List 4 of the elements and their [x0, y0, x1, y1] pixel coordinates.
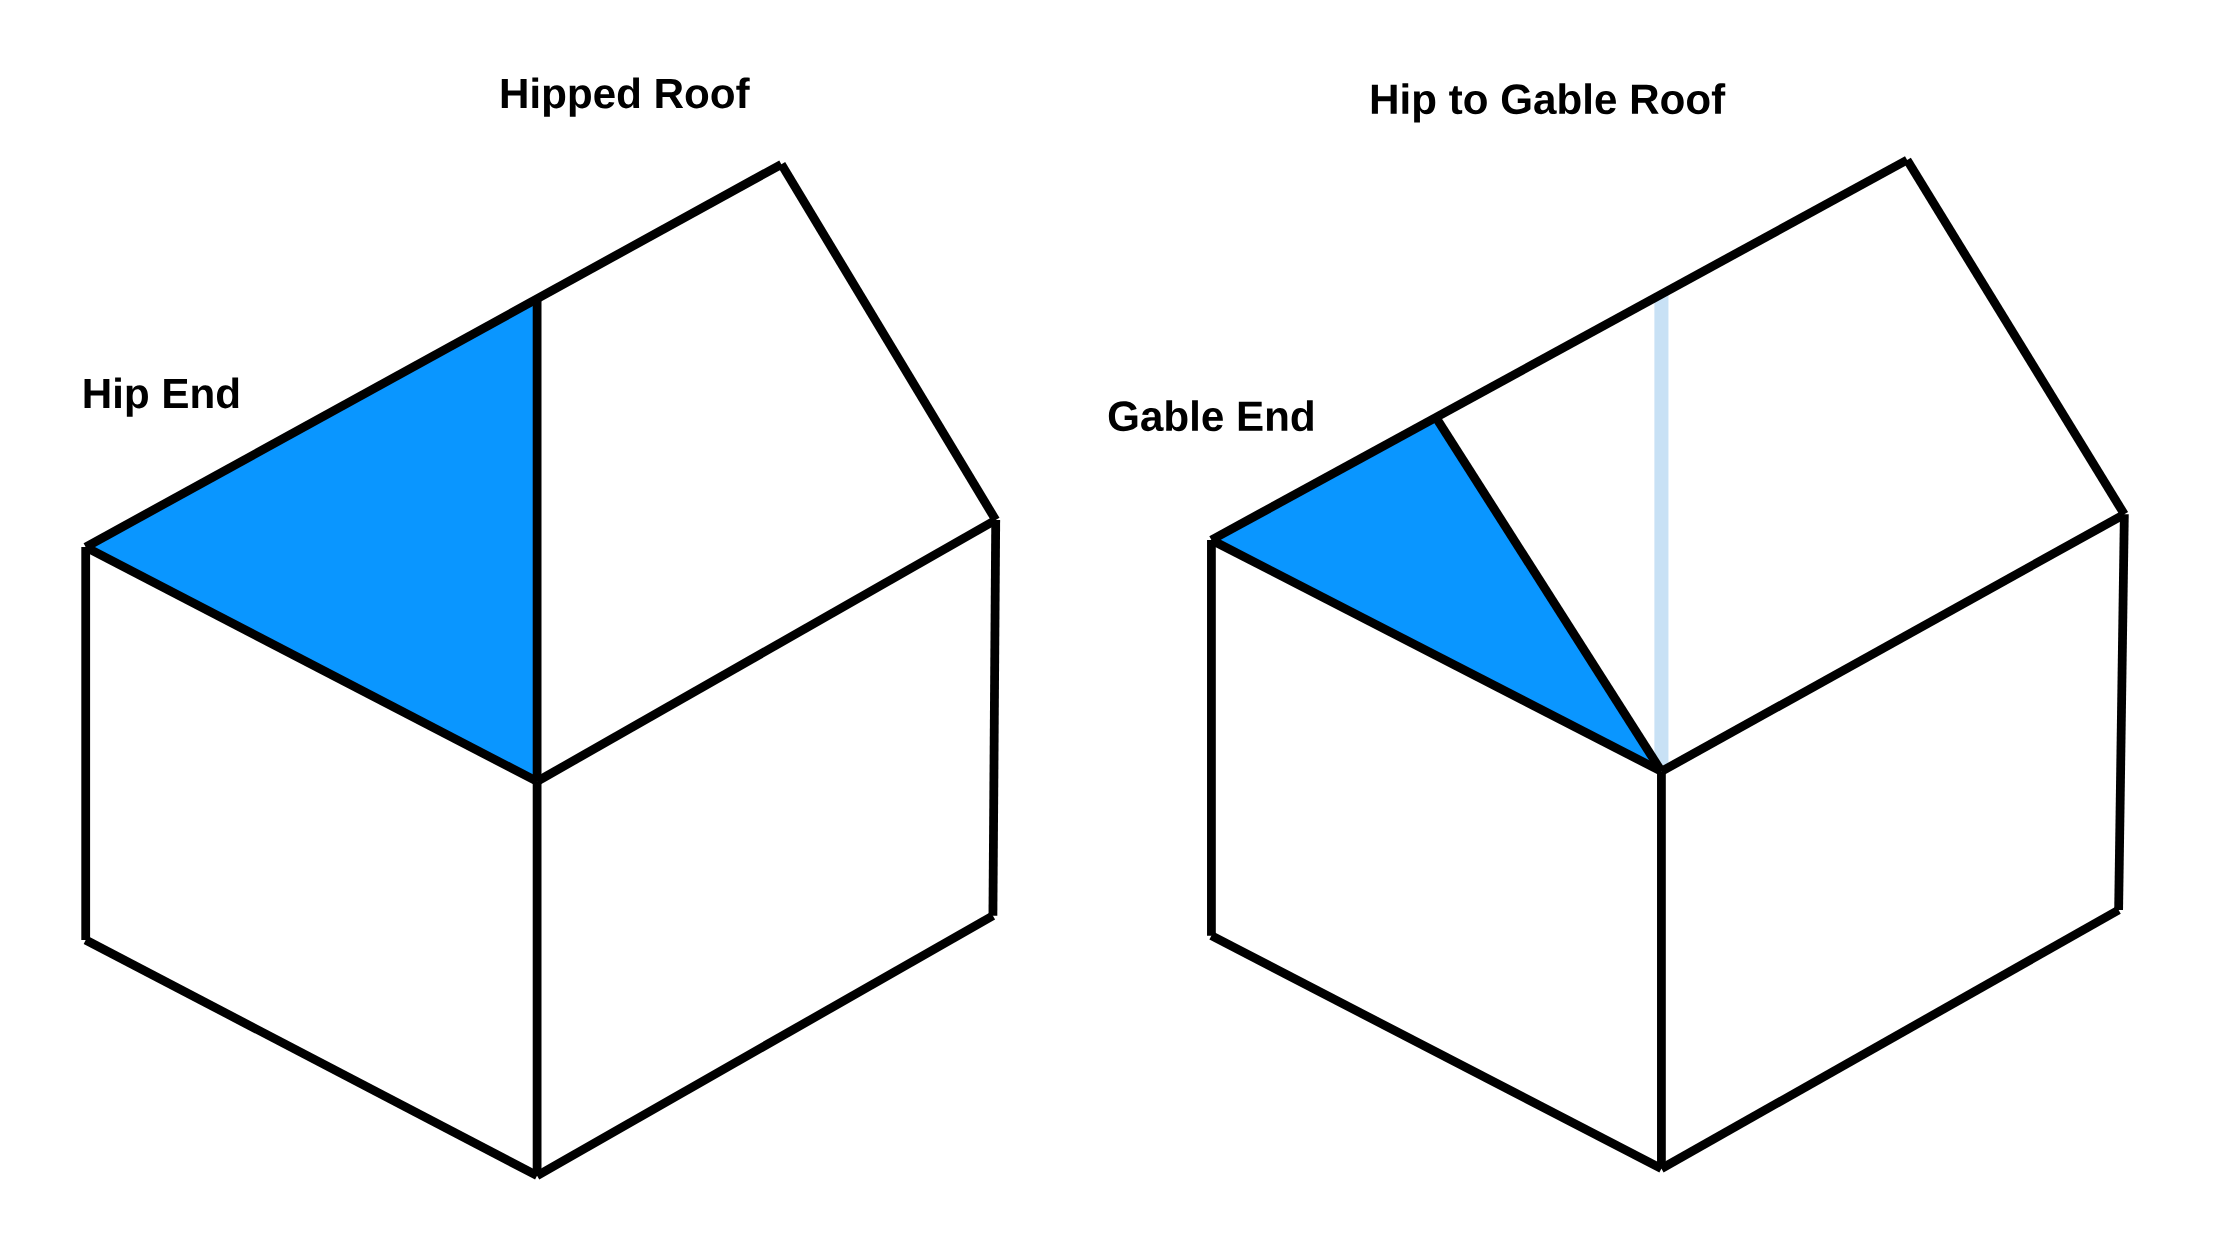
part-label: Gable End [1108, 400, 1313, 432]
drawing-title: Hip to Gable Roof [1371, 83, 1726, 123]
part-label: Hip End [84, 377, 239, 417]
drawing-title: Hipped Roof [501, 77, 750, 117]
